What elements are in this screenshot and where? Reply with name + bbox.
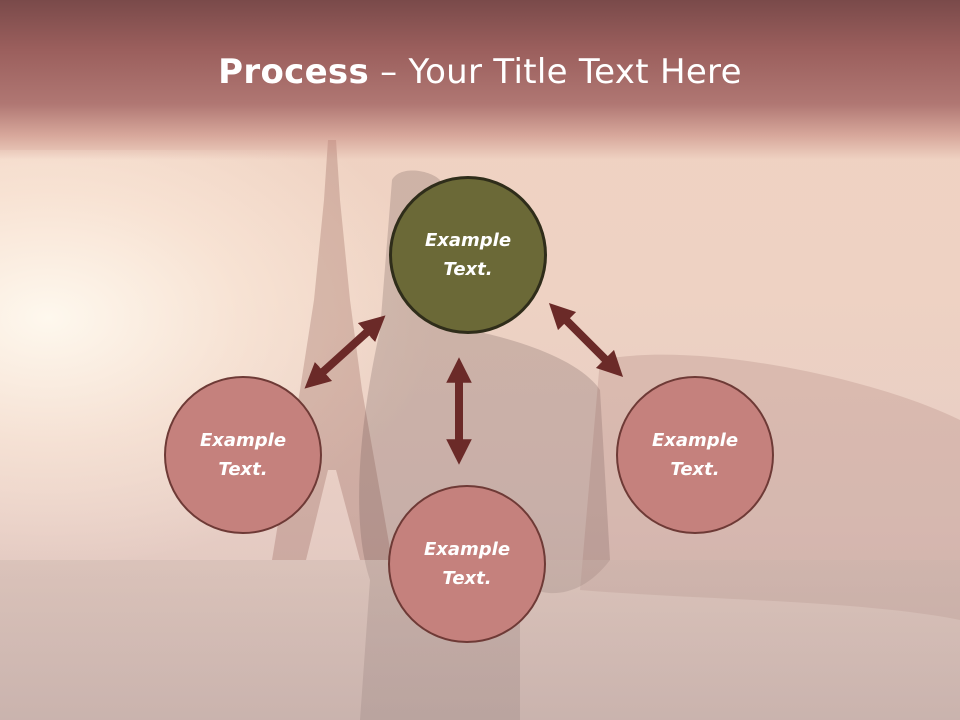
node-right-label: Example Text. xyxy=(651,430,739,480)
node-left[interactable]: Example Text. xyxy=(164,376,322,534)
arrow-top-left xyxy=(304,315,386,389)
node-left-label: Example Text. xyxy=(199,430,287,480)
title-bold: Process xyxy=(218,52,370,92)
node-bottom[interactable]: Example Text. xyxy=(388,485,546,643)
node-top[interactable]: Example Text. xyxy=(389,176,547,334)
arrow-top-right xyxy=(548,302,624,378)
title-rest: – Your Title Text Here xyxy=(369,52,742,92)
slide-title: Process – Your Title Text Here xyxy=(0,52,960,92)
node-right[interactable]: Example Text. xyxy=(616,376,774,534)
node-top-label: Example Text. xyxy=(424,230,512,280)
title-band xyxy=(0,0,960,160)
node-bottom-label: Example Text. xyxy=(423,539,511,589)
